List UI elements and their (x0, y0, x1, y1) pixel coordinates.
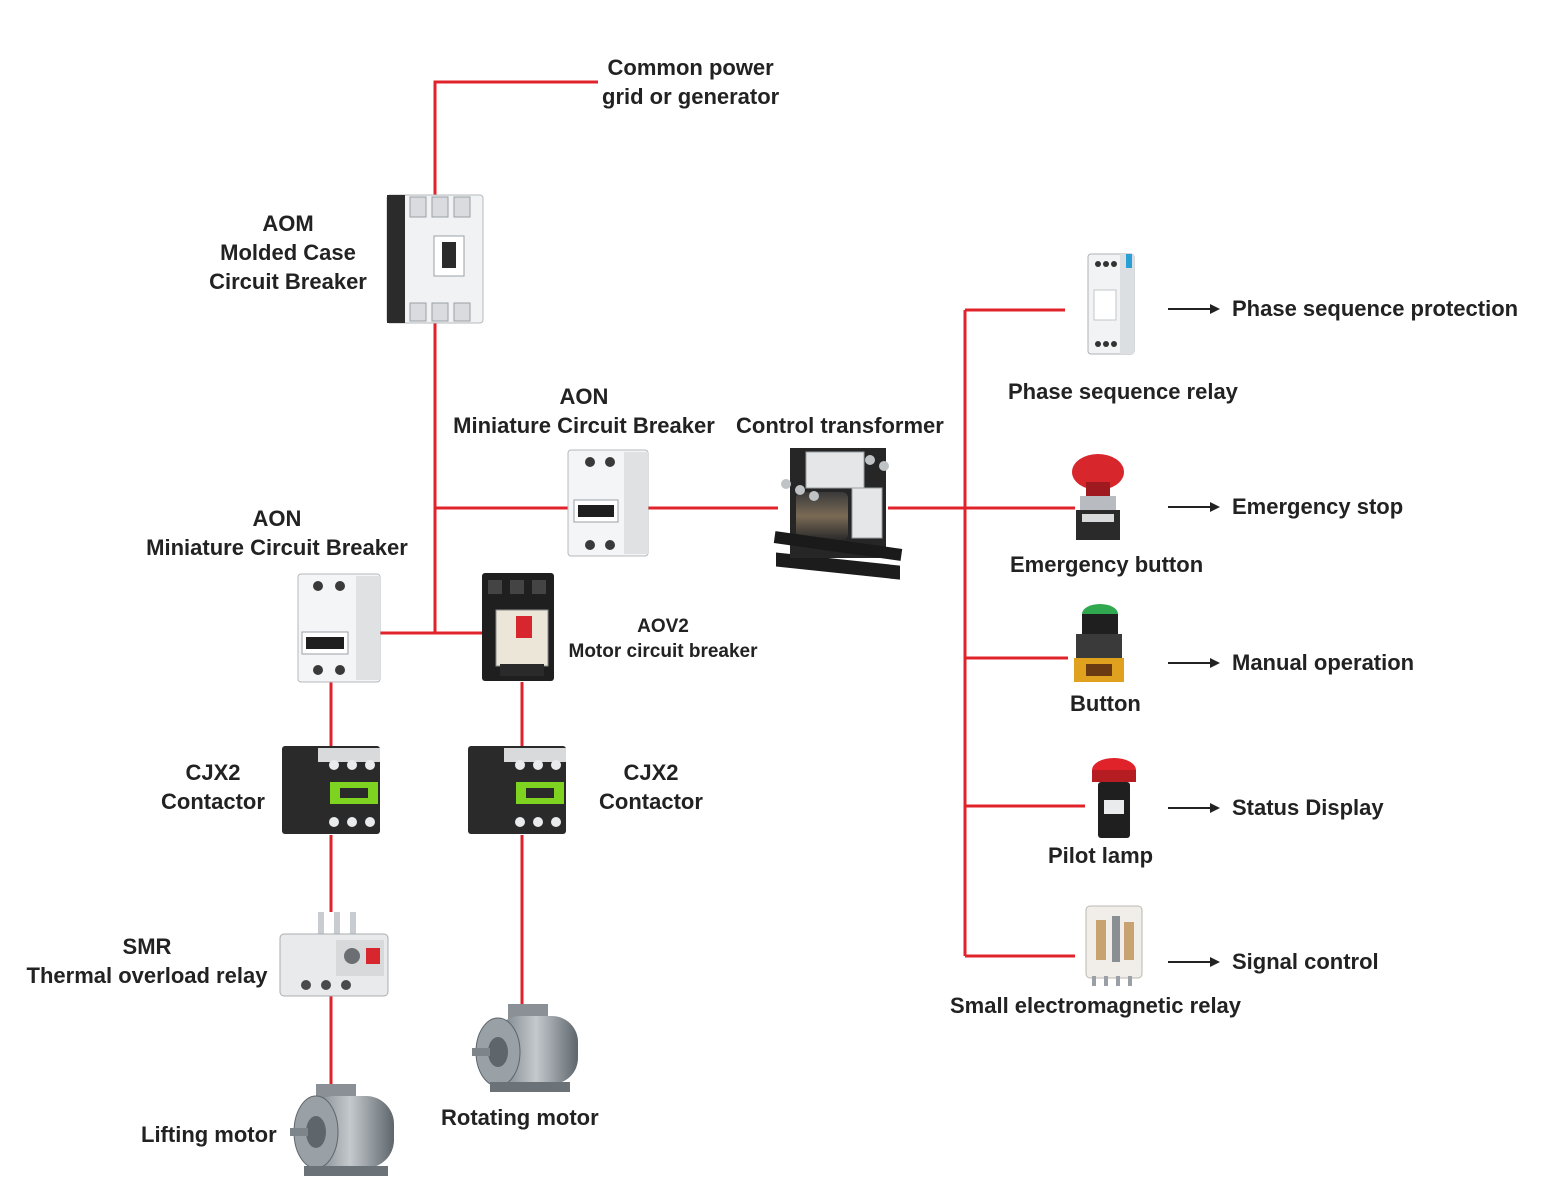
lifting-mcb-label: AON Miniature Circuit Breaker (134, 504, 420, 562)
small-relay-icon (1085, 905, 1143, 986)
overload-relay-line-1: SMR (122, 934, 172, 959)
power-source-line-2: grid or generator (602, 84, 780, 109)
function-phase-label: Phase sequence protection (1232, 296, 1519, 321)
small-relay-label: Small electromagnetic relay (950, 993, 1242, 1018)
function-row-signal: Signal control (1168, 947, 1379, 976)
button-icon (1074, 604, 1124, 682)
contactor-left-line-1: CJX2 (185, 760, 241, 785)
arrow-right-icon (1168, 657, 1220, 668)
contactor-left-label: CJX2 Contactor (154, 758, 272, 816)
control-mcb-line-1: AON (559, 384, 609, 409)
lifting-mcb-line-2: Miniature Circuit Breaker (146, 535, 408, 560)
arrow-right-icon (1168, 501, 1220, 512)
function-signal-label: Signal control (1232, 949, 1379, 974)
main-breaker-line-2: Molded Case (220, 240, 356, 265)
control-mcb-icon (567, 449, 649, 557)
lifting-motor-icon (290, 1084, 394, 1176)
function-manual-label: Manual operation (1232, 650, 1415, 675)
contactor-left-icon (282, 746, 380, 834)
rotating-motor-icon (472, 1004, 578, 1092)
contactor-right-line-1: CJX2 (623, 760, 679, 785)
arrow-right-icon (1168, 802, 1220, 813)
pilot-lamp-icon (1092, 758, 1136, 838)
contactor-right-icon (468, 746, 566, 834)
function-row-status: Status Display (1168, 793, 1384, 822)
function-emergency-label: Emergency stop (1232, 494, 1404, 519)
contactor-left-line-2: Contactor (161, 789, 265, 814)
main-breaker-label: AOM Molded Case Circuit Breaker (200, 209, 376, 296)
phase-relay-label: Phase sequence relay (1008, 379, 1238, 404)
function-row-manual: Manual operation (1168, 648, 1414, 677)
motor-breaker-line-2: Motor circuit breaker (568, 641, 758, 662)
function-row-emergency: Emergency stop (1168, 492, 1403, 521)
arrow-right-icon (1168, 303, 1220, 314)
function-row-phase: Phase sequence protection (1168, 294, 1518, 323)
power-source-line-1: Common power (607, 55, 774, 80)
rotating-motor-label: Rotating motor (441, 1105, 599, 1130)
lifting-mcb-line-1: AON (252, 506, 302, 531)
lifting-motor-label: Lifting motor (141, 1122, 277, 1147)
main-breaker-line-1: AOM (262, 211, 314, 236)
wires (329, 80, 1085, 1085)
overload-relay-line-2: Thermal overload relay (26, 963, 268, 988)
wire-source-to-main-breaker (433, 80, 598, 195)
emergency-button-icon (1072, 454, 1124, 540)
power-source-label: Common power grid or generator (602, 53, 779, 111)
contactor-right-label: CJX2 Contactor (592, 758, 710, 816)
arrow-right-icon (1168, 956, 1220, 967)
button-label: Button (1070, 691, 1141, 716)
overload-relay-label: SMR Thermal overload relay (14, 932, 280, 990)
overload-relay-icon (279, 912, 389, 997)
contactor-right-line-2: Contactor (599, 789, 703, 814)
emergency-button-label: Emergency button (1010, 552, 1204, 577)
function-status-label: Status Display (1232, 795, 1384, 820)
control-mcb-line-2: Miniature Circuit Breaker (453, 413, 715, 438)
motor-breaker-icon (482, 573, 554, 681)
lifting-mcb-icon (297, 573, 381, 683)
pilot-lamp-label: Pilot lamp (1048, 843, 1154, 868)
motor-breaker-label: AOV2 Motor circuit breaker (560, 614, 766, 664)
motor-breaker-line-1: AOV2 (637, 616, 689, 637)
phase-sequence-relay-icon (1087, 253, 1135, 355)
control-transformer-icon (773, 448, 903, 580)
transformer-label: Control transformer (736, 413, 944, 438)
molded-case-breaker-icon (386, 194, 484, 324)
main-breaker-line-3: Circuit Breaker (209, 269, 367, 294)
control-mcb-label: AON Miniature Circuit Breaker (442, 382, 726, 440)
